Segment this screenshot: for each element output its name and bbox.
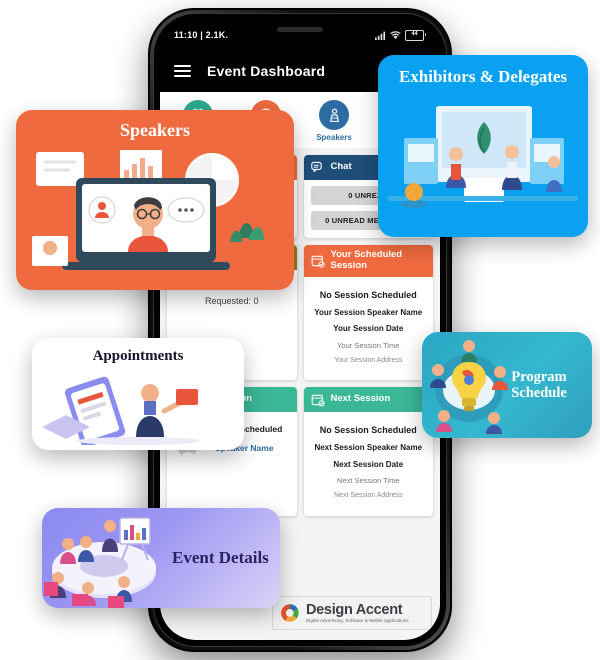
calendar-check-icon: [311, 392, 326, 407]
speaker-presentation-illustration: [32, 150, 264, 271]
signal-bars-icon: [375, 31, 386, 40]
callout-appointments[interactable]: Appointments: [32, 338, 244, 450]
card-chat-title: Chat: [330, 161, 352, 173]
calendar-check-icon: [311, 253, 326, 268]
battery-level-text: 44: [411, 31, 418, 38]
next-session-speaker: Next Session Speaker Name: [314, 443, 423, 453]
chat-bubble-icon: [311, 160, 326, 175]
wifi-icon: [390, 30, 401, 39]
card-your-session-header: Your Scheduled Session: [303, 245, 433, 277]
callout-appointments-title: Appointments: [92, 348, 184, 364]
exhibition-booth-illustration: [388, 106, 578, 209]
brand-logo: Design Accent Digital Advertising, Softw…: [272, 596, 432, 630]
next-session-time: Next Session Time: [336, 476, 400, 486]
card-next-session-header: Next Session: [303, 387, 433, 413]
next-session-status: No Session Scheduled: [319, 425, 417, 436]
callout-program-schedule[interactable]: Program Schedule: [422, 332, 592, 438]
status-bar-indicators: 44: [375, 29, 426, 41]
callout-exhibitors-delegates[interactable]: Exhibitors & Delegates: [378, 55, 588, 237]
callout-program-title: Program Schedule: [511, 368, 567, 401]
your-session-status: No Session Scheduled: [319, 289, 417, 300]
card-your-scheduled-session[interactable]: Your Scheduled Session No Session Schedu…: [303, 245, 434, 381]
appointments-requested: Requested: 0: [204, 296, 259, 306]
your-session-speaker: Your Session Speaker Name: [314, 307, 423, 317]
live-session-speaker-name: Speaker Name: [214, 442, 274, 453]
status-bar: 11:10 | 2.1K. 44: [160, 20, 440, 50]
card-next-session[interactable]: Next Session No Session Scheduled Next S…: [303, 387, 434, 516]
your-session-date: Your Session Date: [333, 324, 404, 334]
callout-speakers-title: Speakers: [119, 120, 190, 140]
conference-table-illustration: [44, 517, 156, 608]
card-your-session-body: No Session Scheduled Your Session Speake…: [304, 277, 434, 380]
your-session-time: Your Session Time: [337, 340, 400, 350]
design-accent-logo-icon: [281, 604, 299, 622]
battery-icon: 44: [405, 29, 426, 41]
team-brainstorm-illustration: [430, 340, 508, 434]
callout-exhibitors-title: Exhibitors & Delegates: [398, 67, 568, 86]
next-session-date: Next Session Date: [333, 459, 404, 469]
quick-action-label: Speakers: [316, 133, 352, 142]
callout-speakers[interactable]: Speakers: [16, 110, 294, 290]
page-title: Event Dashboard: [207, 63, 326, 79]
appointment-booking-illustration: [42, 376, 200, 445]
card-next-session-body: No Session Scheduled Next Session Speake…: [304, 412, 434, 515]
quick-action-speakers[interactable]: Speakers: [306, 100, 362, 142]
card-next-session-title: Next Session: [330, 393, 391, 405]
callout-event-title: Event Details: [172, 548, 269, 568]
status-bar-time: 11:10 | 2.1K.: [174, 30, 229, 40]
brand-name: Design Accent: [306, 601, 403, 618]
podium-speaker-icon: [319, 100, 349, 130]
earpiece-speaker: [277, 27, 323, 32]
callout-event-details[interactable]: Event Details: [42, 508, 280, 608]
your-session-address: Your Session Address: [334, 356, 403, 364]
brand-logo-text: Design Accent Digital Advertising, Softw…: [306, 603, 409, 624]
brand-tagline: Digital Advertising, Software & Mobile A…: [306, 618, 409, 624]
next-session-address: Next Session Address: [334, 492, 403, 500]
hamburger-menu-icon[interactable]: [174, 65, 191, 77]
card-your-session-title: Your Scheduled Session: [330, 249, 403, 271]
